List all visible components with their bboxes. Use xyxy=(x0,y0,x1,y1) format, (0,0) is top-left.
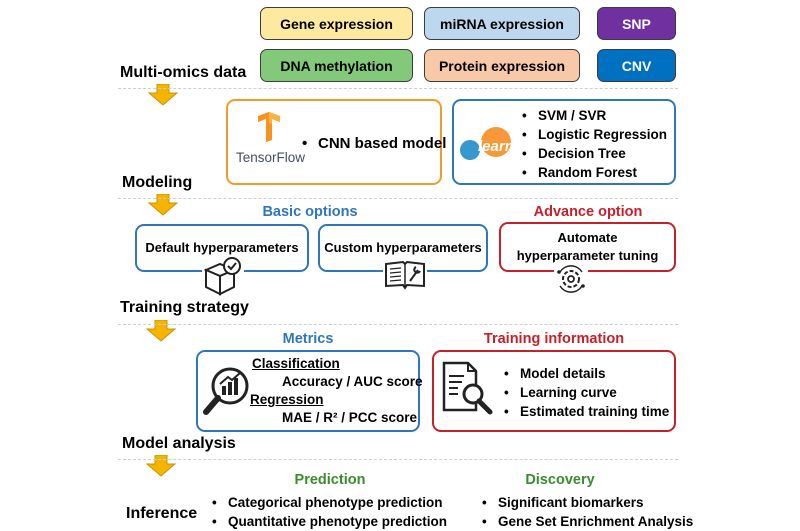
discovery-item: Significant biomarkers xyxy=(480,493,693,512)
discovery-header: Discovery xyxy=(525,472,595,488)
metrics-header: Metrics xyxy=(282,331,334,347)
custom-hyperparameters-label: Custom hyperparameters xyxy=(324,240,482,255)
cnn-list: CNN based model xyxy=(300,134,446,153)
prediction-header: Prediction xyxy=(294,472,366,488)
sklearn-box xyxy=(452,99,676,185)
chip-gene-expression: Gene expression xyxy=(260,7,413,40)
down-arrow-icon xyxy=(148,194,178,216)
training-info-item: Learning curve xyxy=(502,383,669,402)
magnifier-chart-icon xyxy=(203,367,249,415)
training-info-item: Model details xyxy=(502,364,669,383)
sklearn-item: Random Forest xyxy=(520,163,667,182)
regression-metrics: MAE / R² / PCC score xyxy=(282,410,418,425)
chip-cnv: CNV xyxy=(597,49,676,82)
chip-dna-methylation: DNA methylation xyxy=(260,49,413,82)
classification-metrics: Accuracy / AUC score xyxy=(282,374,423,389)
sklearn-model-list: SVM / SVR Logistic Regression Decision T… xyxy=(520,106,667,182)
cnn-item: CNN based model xyxy=(300,134,446,153)
manual-wrench-icon xyxy=(383,258,427,292)
metrics-box xyxy=(196,350,420,432)
advance-option-header: Advance option xyxy=(533,204,643,220)
separator xyxy=(118,459,678,460)
discovery-list: Significant biomarkers Gene Set Enrichme… xyxy=(480,493,693,531)
sklearn-item: Decision Tree xyxy=(520,144,667,163)
down-arrow-icon xyxy=(146,320,176,342)
sklearn-item: SVM / SVR xyxy=(520,106,667,125)
chip-snp: SNP xyxy=(597,7,676,40)
sklearn-learn-text: learn xyxy=(478,138,514,155)
chip-mirna-expression: miRNA expression xyxy=(424,7,580,40)
separator xyxy=(118,88,678,89)
gear-circuit-icon xyxy=(554,262,588,296)
tensorflow-label: TensorFlow xyxy=(236,150,306,165)
basic-options-header: Basic options xyxy=(262,204,358,220)
default-hyperparameters-label: Default hyperparameters xyxy=(145,240,299,255)
automate-label-line2: hyperparameter tuning xyxy=(516,248,659,263)
stage-modeling: Modeling xyxy=(122,174,193,191)
separator xyxy=(118,198,678,199)
document-search-icon xyxy=(442,361,493,415)
training-information-box xyxy=(432,350,676,432)
prediction-item: Quantitative phenotype prediction xyxy=(210,512,447,531)
chip-protein-expression: Protein expression xyxy=(424,49,580,82)
classification-label: Classification xyxy=(252,356,340,371)
sklearn-logo-icon xyxy=(460,127,511,160)
sklearn-item: Logistic Regression xyxy=(520,125,667,144)
down-arrow-icon xyxy=(148,84,178,106)
stage-model-analysis: Model analysis xyxy=(122,435,236,452)
training-info-list: Model details Learning curve Estimated t… xyxy=(502,364,669,421)
regression-label: Regression xyxy=(250,392,324,407)
stage-training-strategy: Training strategy xyxy=(120,299,249,316)
training-information-header: Training information xyxy=(483,331,625,347)
down-arrow-icon xyxy=(146,455,176,477)
training-info-item: Estimated training time xyxy=(502,402,669,421)
prediction-list: Categorical phenotype prediction Quantit… xyxy=(210,493,447,531)
tensorflow-logo-icon xyxy=(258,112,280,142)
prediction-item: Categorical phenotype prediction xyxy=(210,493,447,512)
stage-multi-omics: Multi-omics data xyxy=(120,64,247,81)
discovery-item: Gene Set Enrichment Analysis xyxy=(480,512,693,531)
stage-inference: Inference xyxy=(126,505,198,522)
separator xyxy=(118,324,678,325)
automate-label-line1: Automate xyxy=(557,230,618,245)
box-check-icon xyxy=(202,256,244,296)
